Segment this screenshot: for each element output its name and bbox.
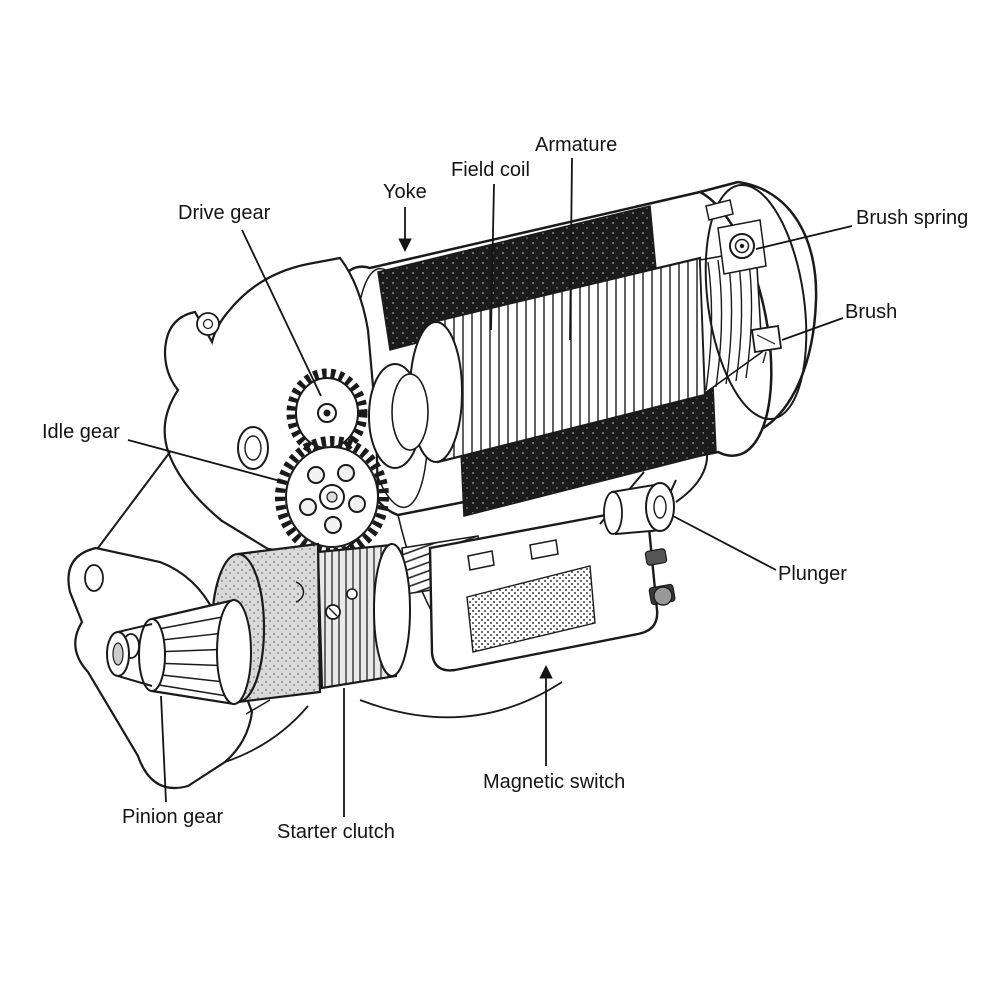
pinion-left-rim: [138, 618, 166, 692]
leader-idle-gear: [127, 439, 285, 483]
idle-gear: [275, 436, 389, 558]
switch-terminal-1: [467, 550, 495, 571]
bracket-arm: [224, 705, 309, 763]
end-frame-rim: [704, 183, 808, 421]
label-plunger: Plunger: [778, 563, 847, 585]
label-yoke: Yoke: [383, 181, 427, 203]
plunger-collar: [603, 491, 623, 535]
bracket-joint: [245, 699, 271, 715]
drive-gear-center: [323, 409, 331, 417]
idle-gear-teeth: [275, 436, 389, 558]
clutch-detail-curve: [295, 581, 305, 603]
magnetic-switch: [428, 429, 709, 672]
shaft-tip-top: [117, 623, 153, 633]
plunger: [603, 482, 675, 536]
leader-drive-gear: [241, 229, 322, 397]
label-idle-gear: Idle gear: [42, 421, 120, 443]
shaft-tip-bore: [112, 642, 124, 666]
idle-gear-bore: [326, 491, 338, 503]
housing-to-bracket-edge: [97, 451, 171, 549]
leader-field-coil: [490, 183, 495, 331]
brush-lead: [762, 351, 767, 364]
collar-inner: [391, 373, 429, 451]
housing-boss-center: [202, 318, 214, 330]
leader-pinion-gear: [160, 695, 167, 803]
idle-gear-hole-5: [337, 464, 355, 482]
switch-terminal-2: [529, 539, 559, 560]
switch-window: [466, 565, 596, 653]
idle-gear-hole-3: [299, 498, 317, 516]
label-starter-clutch: Starter clutch: [277, 821, 395, 843]
drive-gear-teeth: [286, 368, 368, 458]
label-brush-spring: Brush spring: [856, 207, 969, 229]
brush-hatch: [756, 334, 776, 345]
idle-gear-hole-1: [348, 495, 366, 513]
idle-gear-hole-4: [307, 466, 325, 484]
bracket-hole-upper: [84, 564, 104, 592]
clutch-screw-2: [346, 588, 358, 600]
label-drive-gear: Drive gear: [178, 202, 271, 224]
end-frame-top-join: [699, 180, 739, 194]
brush-spring-coil: [734, 238, 750, 254]
plunger-face: [645, 482, 675, 532]
switch-stud-upper: [644, 548, 668, 566]
leader-plunger: [672, 515, 777, 571]
label-magnetic-switch: Magnetic switch: [483, 771, 626, 793]
pinion-end-face: [216, 599, 252, 705]
switch-nut: [653, 586, 673, 606]
brush-spring-center: [739, 243, 745, 249]
end-frame-front: [704, 183, 808, 421]
top-bolt: [705, 199, 734, 221]
leader-armature: [569, 157, 573, 341]
end-frame-strap: [675, 429, 709, 503]
housing-boss: [196, 312, 220, 336]
end-frame-outer-shell: [737, 180, 818, 432]
label-field-coil: Field coil: [451, 159, 530, 181]
plunger-face-bore: [653, 495, 667, 519]
clutch-sleeve-end: [373, 543, 411, 677]
leader-brush: [781, 317, 844, 341]
brush: [750, 324, 783, 354]
shaft-tip-bottom: [117, 675, 153, 687]
armature-assembly: [409, 249, 763, 464]
housing-hole-inner: [244, 435, 262, 461]
leader-brush-spring: [755, 225, 853, 250]
leader-lines: [127, 157, 853, 817]
label-pinion-gear: Pinion gear: [122, 806, 224, 828]
label-armature: Armature: [535, 134, 618, 156]
idle-gear-hole-2: [324, 516, 342, 534]
pinion-gear: [106, 598, 252, 706]
label-brush: Brush: [845, 301, 898, 323]
hull-curve: [359, 681, 563, 719]
shaft-collar: [368, 363, 429, 469]
clutch-screw-1-slot: [328, 607, 338, 617]
